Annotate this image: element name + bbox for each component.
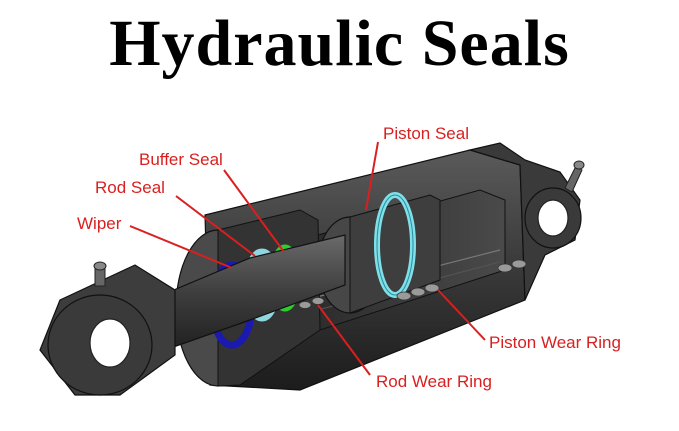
piston-wear-ring — [396, 259, 527, 301]
leader-lines — [129, 141, 486, 376]
rod-wear-ring — [298, 297, 325, 309]
front-fitting-cap — [93, 261, 107, 271]
callout-wiper: Wiper — [77, 214, 122, 233]
callout-rod-wear-ring: Rod Wear Ring — [376, 372, 492, 391]
front-fitting — [94, 267, 106, 287]
leader-wiper — [129, 225, 233, 269]
rear-fitting-cap — [573, 160, 585, 170]
leader-piston-wear-ring — [437, 289, 486, 341]
rod-eye-inner — [89, 318, 131, 368]
callout-rod-seal: Rod Seal — [95, 178, 165, 197]
rear-fitting — [564, 165, 583, 193]
rear-eye-inner — [537, 199, 569, 237]
leader-buffer-seal — [223, 169, 285, 253]
callout-piston-seal: Piston Seal — [383, 124, 469, 143]
callout-piston-wear-ring: Piston Wear Ring — [489, 333, 621, 352]
piston-seal-ring-edge — [376, 194, 414, 296]
leader-rod-seal — [175, 195, 256, 257]
leader-rod-wear-ring — [317, 304, 371, 376]
page-title: Hydraulic Seals — [109, 7, 570, 80]
leader-piston-seal — [365, 141, 379, 211]
callout-buffer-seal: Buffer Seal — [139, 150, 223, 169]
piston-body — [349, 194, 441, 314]
